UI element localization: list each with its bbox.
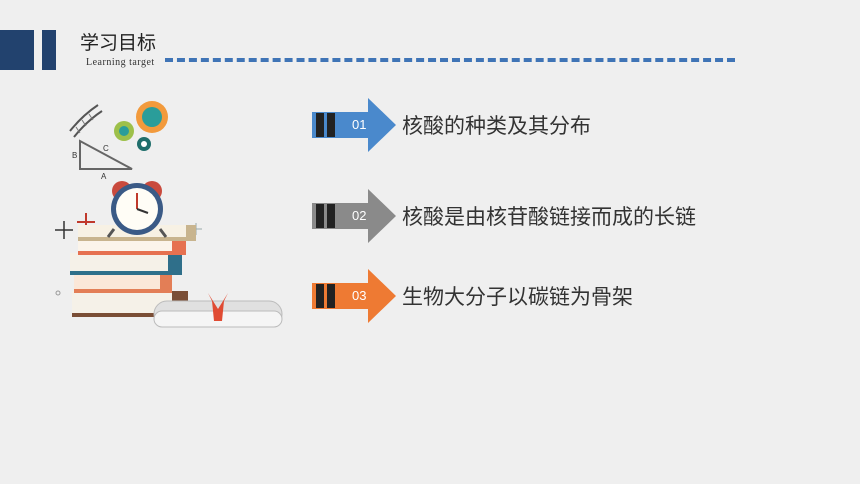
arrow-icon — [312, 269, 396, 323]
triangle-icon: B C A — [72, 139, 133, 181]
item-text: 核酸的种类及其分布 — [402, 114, 591, 138]
item-number: 01 — [352, 117, 367, 132]
triangle-label-c: C — [103, 144, 109, 153]
dashed-divider — [165, 58, 735, 62]
sparkle-icon — [55, 221, 73, 239]
arrow-icon — [312, 98, 396, 152]
header-deco-bar — [0, 30, 34, 70]
item-number: 02 — [352, 208, 367, 223]
objective-item-3: 03 生物大分子以碳链为骨架 — [312, 269, 792, 323]
alarm-clock-icon — [106, 181, 168, 238]
page-subtitle: Learning target — [86, 57, 155, 68]
item-text: 核酸是由核苷酸链接而成的长链 — [402, 205, 696, 229]
study-illustration: B C A — [55, 101, 283, 328]
triangle-label-b: B — [72, 151, 77, 160]
dna-icon — [69, 104, 103, 138]
item-text: 生物大分子以碳链为骨架 — [402, 285, 633, 309]
objective-item-1: 01 核酸的种类及其分布 — [312, 98, 792, 152]
arrow-icon — [312, 189, 396, 243]
scroll-icon — [153, 293, 283, 328]
page-title: 学习目标 — [80, 32, 157, 54]
header-deco-bar — [42, 30, 56, 70]
triangle-label-a: A — [101, 172, 107, 181]
item-number: 03 — [352, 288, 367, 303]
gear-icon — [114, 101, 168, 151]
objective-item-2: 02 核酸是由核苷酸链接而成的长链 — [312, 189, 792, 243]
